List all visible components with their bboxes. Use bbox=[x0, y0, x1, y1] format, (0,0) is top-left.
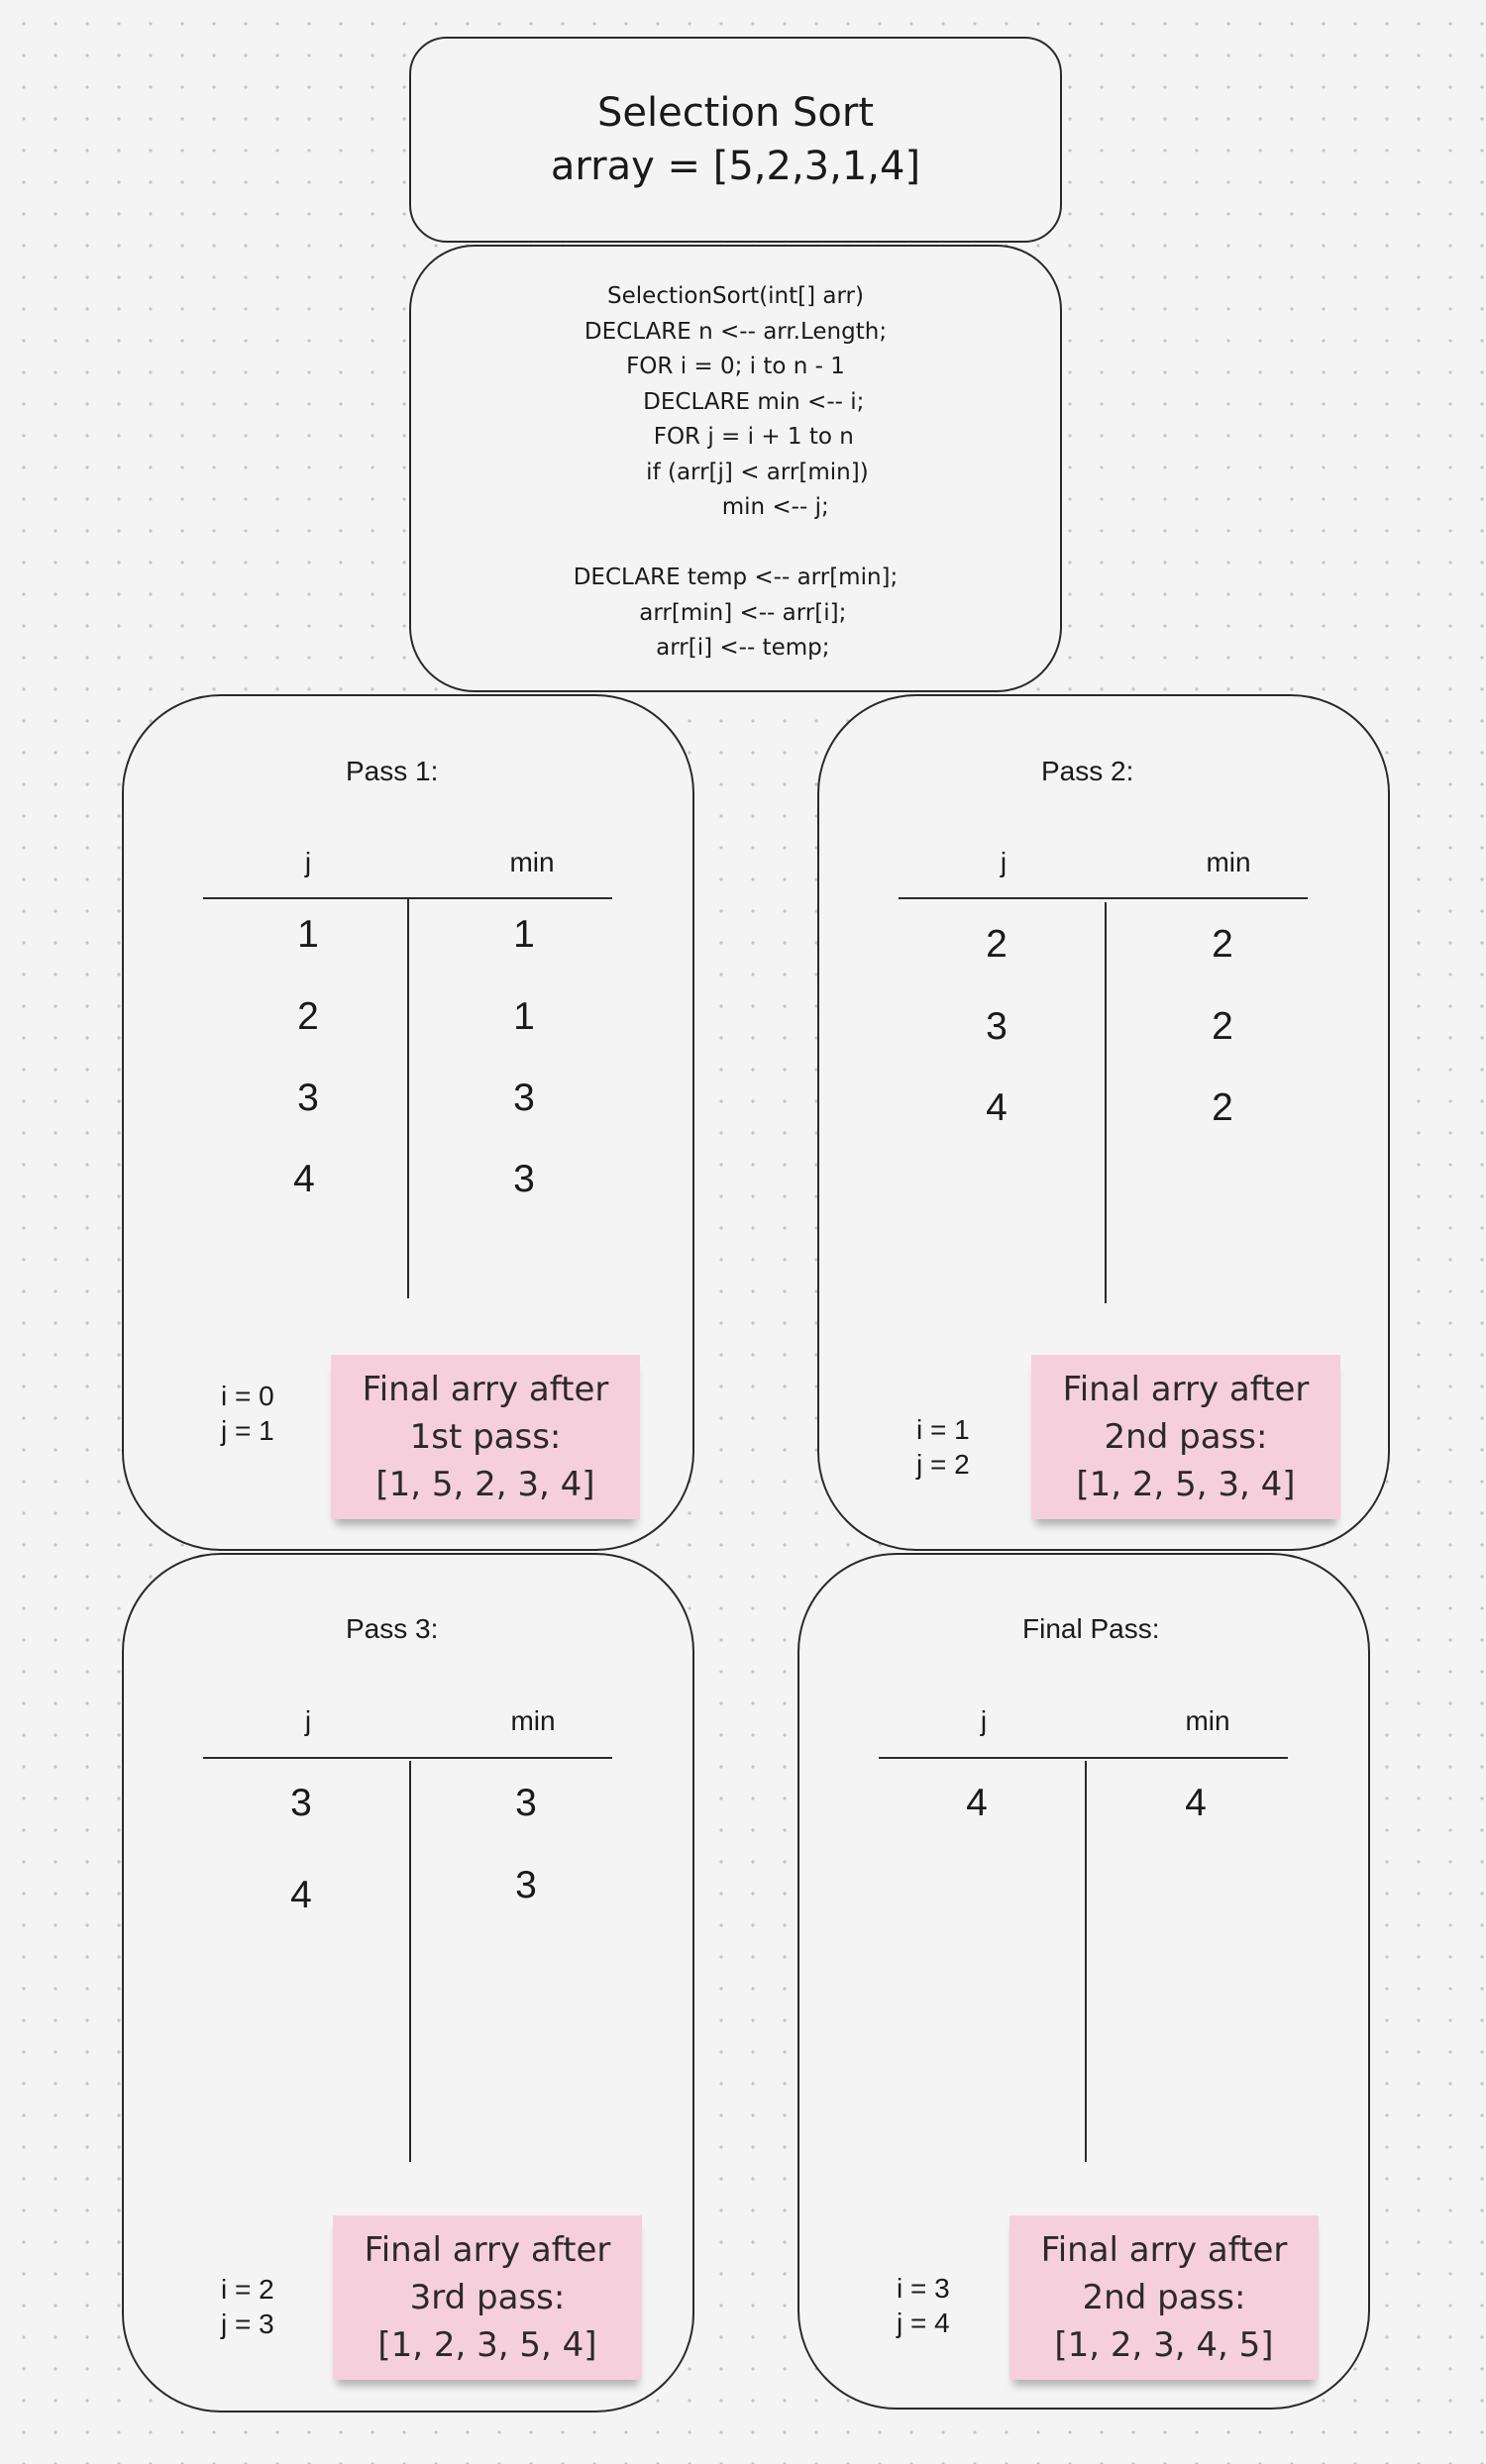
title-text: Selection Sort array = [5,2,3,1,4] bbox=[551, 86, 920, 193]
table-column-divider bbox=[1105, 902, 1107, 1303]
result-sticky-note[interactable]: Final arry after 2nd pass: [1, 2, 3, 4, … bbox=[1009, 2215, 1319, 2380]
column-header-j: j bbox=[304, 847, 312, 877]
j-value: j = 4 bbox=[897, 2308, 950, 2338]
pass-title: Pass 1: bbox=[346, 756, 439, 786]
cell-min: 2 bbox=[1212, 1086, 1233, 1129]
final-pass-card[interactable]: Final Pass: j min 4 4 i = 3 j = 4 Final … bbox=[797, 1553, 1370, 2410]
table-header-rule bbox=[203, 897, 612, 899]
cell-min: 1 bbox=[513, 995, 535, 1038]
i-value: i = 3 bbox=[897, 2273, 950, 2304]
table-column-divider bbox=[1085, 1761, 1087, 2162]
cell-j: 4 bbox=[966, 1782, 988, 1824]
j-value: j = 1 bbox=[221, 1415, 274, 1446]
cell-j: 4 bbox=[290, 1874, 312, 1916]
result-note-text: Final arry after 1st pass: [1, 5, 2, 3, … bbox=[362, 1370, 609, 1504]
cell-j: 4 bbox=[986, 1086, 1008, 1129]
iteration-counters: i = 0 j = 1 bbox=[221, 1379, 274, 1448]
pass-title: Pass 2: bbox=[1041, 756, 1134, 786]
cell-j: 1 bbox=[297, 913, 319, 956]
pass-1-card[interactable]: Pass 1: j min 1 1 2 1 3 3 4 3 i = 0 j = … bbox=[122, 694, 694, 1551]
i-value: i = 0 bbox=[221, 1381, 274, 1411]
iteration-counters: i = 2 j = 3 bbox=[221, 2272, 274, 2341]
pass-2-card[interactable]: Pass 2: j min 2 2 3 2 4 2 i = 1 j = 2 Fi… bbox=[817, 694, 1390, 1551]
cell-min: 3 bbox=[513, 1158, 535, 1200]
pass-title: Final Pass: bbox=[1022, 1613, 1160, 1644]
column-header-j: j bbox=[304, 1705, 312, 1736]
cell-min: 2 bbox=[1212, 1005, 1233, 1048]
result-note-text: Final arry after 2nd pass: [1, 2, 3, 4, … bbox=[1040, 2230, 1288, 2365]
cell-j: 3 bbox=[297, 1077, 319, 1119]
cell-j: 4 bbox=[293, 1158, 315, 1200]
iteration-counters: i = 3 j = 4 bbox=[897, 2271, 950, 2340]
j-value: j = 3 bbox=[221, 2309, 274, 2339]
cell-j: 2 bbox=[986, 923, 1008, 966]
column-header-j: j bbox=[980, 1705, 988, 1736]
pass-title: Pass 3: bbox=[346, 1613, 439, 1644]
table-column-divider bbox=[407, 899, 409, 1298]
column-header-min: min bbox=[1206, 847, 1251, 877]
j-value: j = 2 bbox=[916, 1449, 970, 1480]
table-header-rule bbox=[879, 1757, 1288, 1759]
result-note-text: Final arry after 2nd pass: [1, 2, 5, 3, … bbox=[1062, 1370, 1310, 1504]
column-header-min: min bbox=[509, 847, 555, 877]
cell-min: 4 bbox=[1185, 1782, 1207, 1824]
result-sticky-note[interactable]: Final arry after 3rd pass: [1, 2, 3, 5, … bbox=[333, 2215, 642, 2380]
title-box[interactable]: Selection Sort array = [5,2,3,1,4] bbox=[409, 37, 1062, 243]
table-header-rule bbox=[203, 1757, 612, 1759]
cell-j: 2 bbox=[297, 995, 319, 1038]
cell-j: 3 bbox=[986, 1005, 1008, 1048]
diagram-title: Selection Sort bbox=[596, 90, 875, 136]
column-header-min: min bbox=[1185, 1705, 1230, 1736]
cell-min: 2 bbox=[1212, 923, 1233, 966]
result-sticky-note[interactable]: Final arry after 1st pass: [1, 5, 2, 3, … bbox=[331, 1355, 640, 1519]
pseudocode-box[interactable]: SelectionSort(int[] arr) DECLARE n <-- a… bbox=[409, 245, 1062, 692]
table-header-rule bbox=[899, 897, 1308, 899]
table-column-divider bbox=[409, 1761, 411, 2162]
cell-j: 3 bbox=[290, 1782, 312, 1824]
cell-min: 3 bbox=[515, 1864, 537, 1906]
array-declaration: array = [5,2,3,1,4] bbox=[550, 144, 921, 189]
result-sticky-note[interactable]: Final arry after 2nd pass: [1, 2, 5, 3, … bbox=[1031, 1355, 1340, 1519]
i-value: i = 2 bbox=[221, 2274, 274, 2305]
pseudocode-text: SelectionSort(int[] arr) DECLARE n <-- a… bbox=[573, 283, 899, 661]
cell-min: 3 bbox=[515, 1782, 537, 1824]
pass-3-card[interactable]: Pass 3: j min 3 3 4 3 i = 2 j = 3 Final … bbox=[122, 1553, 694, 2413]
iteration-counters: i = 1 j = 2 bbox=[916, 1412, 970, 1482]
column-header-min: min bbox=[510, 1705, 556, 1736]
cell-min: 1 bbox=[513, 913, 535, 956]
i-value: i = 1 bbox=[916, 1414, 970, 1445]
cell-min: 3 bbox=[513, 1077, 535, 1119]
result-note-text: Final arry after 3rd pass: [1, 2, 3, 5, … bbox=[364, 2230, 611, 2365]
column-header-j: j bbox=[1000, 847, 1008, 877]
